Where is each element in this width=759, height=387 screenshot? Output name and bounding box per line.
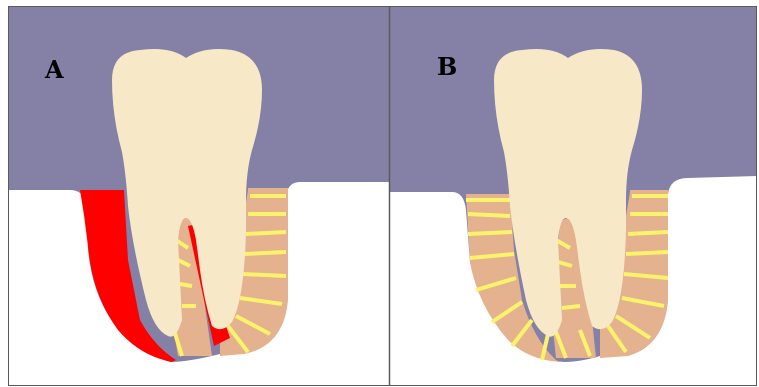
- panel-label-b: B: [437, 55, 457, 79]
- panel-label-a: A: [45, 58, 64, 82]
